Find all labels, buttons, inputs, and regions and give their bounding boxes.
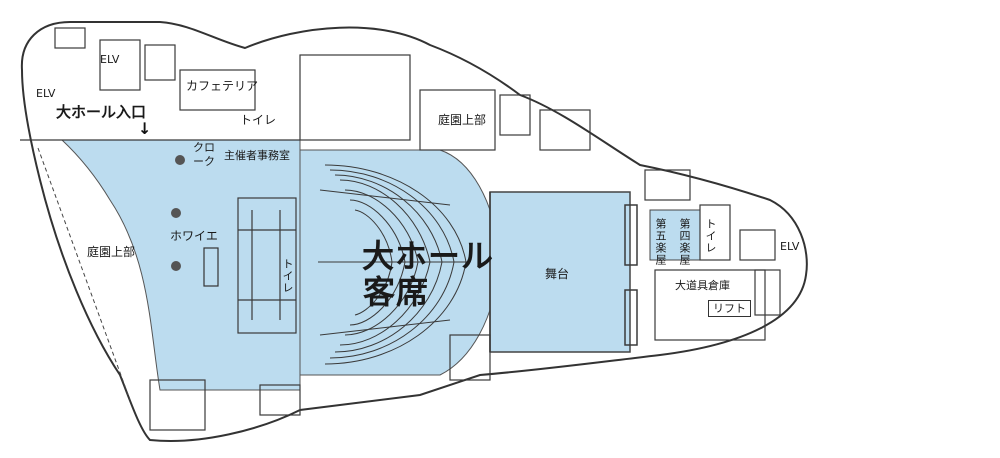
garden-upper-top-label: 庭園上部	[438, 113, 487, 127]
garden-upper-left-label: 庭園上部	[87, 245, 136, 259]
foyer-stair	[203, 247, 219, 287]
elv-left-label: ELV	[36, 87, 56, 100]
auditorium-seats-label: 客席	[363, 273, 430, 311]
foyer-label: ホワイエ	[170, 229, 218, 243]
lower-stairs	[149, 334, 491, 431]
backstage-rooms	[644, 169, 781, 341]
lift-label: リフト	[708, 300, 751, 317]
cloak-room-line1: クロ	[193, 141, 215, 154]
main-hall-label: 大ホール	[362, 237, 495, 275]
stage-walls	[489, 192, 638, 352]
organizer-office-label: 主催者事務室	[224, 149, 290, 162]
cloak-room-label: クロ ーク	[193, 142, 215, 167]
main-hall-entrance-label: 大ホール入口	[56, 103, 147, 121]
dressing-room-4-label: 第四楽屋	[678, 218, 691, 266]
large-props-storage-label: 大道具倉庫	[675, 279, 730, 292]
elv-top-label: ELV	[100, 53, 120, 66]
cafeteria-label: カフェテリア	[186, 79, 259, 93]
seating-aisles	[318, 189, 470, 336]
dressing-rooms-area	[649, 209, 701, 261]
upper-rooms	[20, 27, 591, 151]
foyer-columns	[171, 155, 185, 271]
elv-right-label: ELV	[780, 240, 800, 253]
entrance-arrow-icon: ↓	[138, 119, 152, 138]
toilet-right-label: トイレ	[704, 218, 717, 254]
foyer-toilet-block	[237, 197, 297, 334]
toilet-top-label: トイレ	[240, 113, 277, 127]
foyer-toilet-label: トイレ	[281, 258, 294, 294]
cloak-room-line2: ーク	[193, 155, 215, 168]
stage-label: 舞台	[545, 267, 570, 281]
foyer-area	[60, 139, 301, 391]
dressing-room-5-label: 第五楽屋	[654, 218, 667, 266]
garden-boundary	[37, 147, 131, 401]
